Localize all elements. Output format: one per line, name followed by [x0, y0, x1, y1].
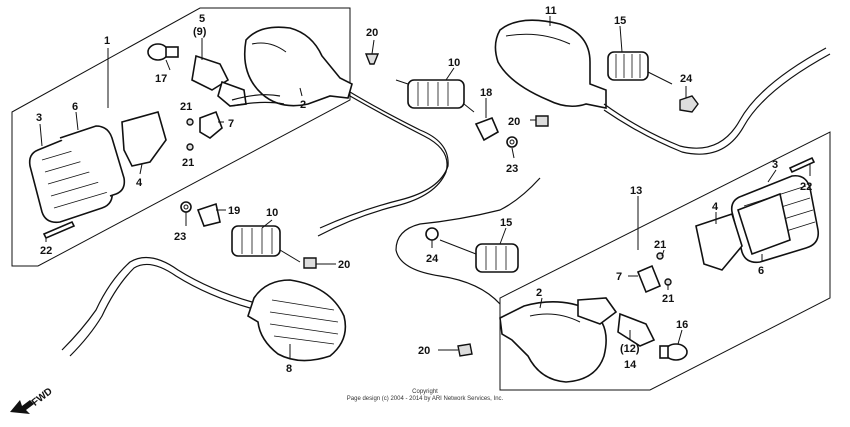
bracket-19: [196, 202, 221, 227]
housing-left-lower: [247, 279, 347, 362]
screw-left-2: [186, 143, 194, 151]
callout-7: 7: [228, 118, 234, 130]
callout-7-b: 7: [616, 271, 622, 283]
reflector-plate-right: [695, 212, 743, 271]
callout-15-a: 15: [614, 15, 626, 27]
callout-9: (9): [193, 26, 207, 38]
callout-13: 13: [630, 185, 642, 197]
copyright-line-1: Copyright: [412, 389, 438, 395]
callout-3-b: 3: [772, 159, 778, 171]
leader-lines: [39, 16, 811, 358]
callout-21-c: 21: [654, 239, 666, 251]
bracket-small-right: [636, 264, 662, 294]
callout-22-b: 22: [800, 181, 812, 193]
bulb-right: [659, 343, 688, 361]
reflector-plate-left: [121, 111, 167, 167]
housing-left-upper: [243, 26, 353, 107]
screw-left-1: [186, 118, 194, 126]
bulb-left: [147, 43, 179, 61]
callout-12: (12): [620, 343, 640, 355]
wire-right-upper: [603, 47, 827, 149]
housing-right-upper: [494, 19, 607, 109]
washer-upper: [506, 136, 518, 148]
screw-20-lower: [303, 257, 317, 269]
gasket-left: [59, 125, 126, 197]
bracket-18: [474, 116, 500, 142]
socket-15-upper: [607, 51, 673, 85]
fwd-arrow-icon: [10, 400, 34, 414]
callout-labels: 1 5 (9) 2 6 3 4 17 21 21 7 22 20 10 18 2…: [36, 5, 812, 375]
callout-4-b: 4: [712, 201, 719, 213]
washer-lower: [180, 201, 192, 213]
callout-22-a: 22: [40, 245, 52, 257]
callout-19: 19: [228, 205, 240, 217]
callout-20-d: 20: [418, 345, 430, 357]
gasket-right: [737, 192, 791, 256]
socket-15-lower: [425, 227, 519, 273]
assembly-outline-right: [499, 131, 831, 391]
callout-14: 14: [624, 359, 637, 371]
callout-15-b: 15: [500, 217, 512, 229]
callout-20-b: 20: [508, 116, 520, 128]
callout-1: 1: [104, 35, 110, 47]
housing-right-lower: [499, 301, 607, 383]
callout-18: 18: [480, 87, 492, 99]
callout-2: 2: [300, 99, 306, 111]
screw-20-mid: [535, 115, 549, 127]
callout-11: 11: [545, 5, 557, 17]
copyright-line-2: Page design (c) 2004 - 2014 by ARI Netwo…: [346, 396, 504, 402]
callout-16: 16: [676, 319, 688, 331]
callout-10-a: 10: [448, 57, 460, 69]
callout-6-b: 6: [758, 265, 764, 277]
screw-right-1: [656, 252, 664, 260]
callout-24-a: 24: [680, 73, 693, 85]
callout-10-b: 10: [266, 207, 278, 219]
socket-12: [577, 297, 656, 347]
bracket-small-left: [199, 110, 223, 139]
callout-2-b: 2: [536, 287, 542, 299]
callout-4: 4: [136, 177, 143, 189]
screw-long-left: [42, 220, 76, 240]
wire-left-upper: [319, 91, 449, 229]
callout-20-c: 20: [338, 259, 350, 271]
screw-long-right: [788, 156, 816, 174]
callout-23-b: 23: [174, 231, 186, 243]
callout-21-b: 21: [182, 157, 194, 169]
flasher-lower: [231, 225, 301, 263]
callout-6: 6: [72, 101, 78, 113]
callout-8: 8: [286, 363, 292, 375]
callout-5: 5: [199, 13, 205, 25]
callout-21-a: 21: [180, 101, 192, 113]
callout-23-a: 23: [506, 163, 518, 175]
screw-20-upper: [364, 53, 380, 65]
wire-left-lower: [61, 256, 253, 351]
flasher-upper: [395, 79, 475, 113]
screw-20-bottom: [457, 343, 473, 357]
callout-21-d: 21: [662, 293, 674, 305]
copyright-notice: Copyright Page design (c) 2004 - 2014 by…: [0, 389, 850, 403]
callout-20-a: 20: [366, 27, 378, 39]
callout-17: 17: [155, 73, 167, 85]
callout-3: 3: [36, 112, 42, 124]
nut-24-upper: [679, 95, 699, 113]
callout-24-b: 24: [426, 253, 439, 265]
assembly-outline-left: [11, 7, 351, 267]
